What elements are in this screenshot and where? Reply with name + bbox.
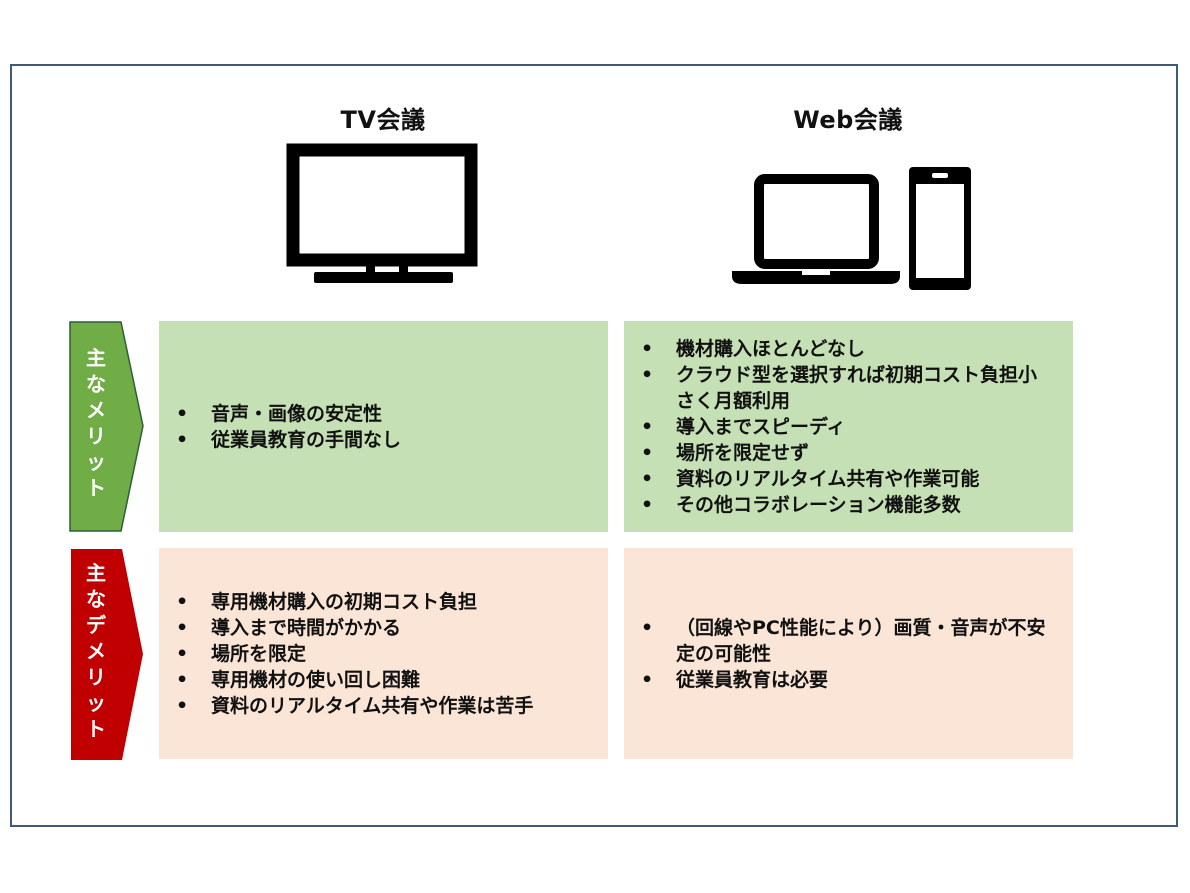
label-char: メ [86,398,106,422]
bullet-icon: • [641,467,654,490]
list-item: • 専用機材の使い回し困難 [171,667,590,693]
list-item-text: 資料のリアルタイム共有や作業可能 [676,467,980,490]
web-conference-title: Web会議 [793,106,903,134]
bullet-icon: • [641,616,654,639]
tv-merit-list: • 音声・画像の安定性 • 従業員教育の手間なし [159,401,608,453]
bullet-icon: • [641,337,654,360]
bullet-icon: • [176,694,189,717]
label-char: ト [86,717,106,741]
demerit-label-text: 主なデメリット [69,560,123,742]
web-demerit-list: • （回線やPC性能により）画質・音声が不安定の可能性 • 従業員教育は必要 [624,615,1073,693]
tv-conference-title: TV会議 [340,106,426,134]
bullet-icon: • [641,363,654,386]
bullet-icon: • [176,668,189,691]
demerit-row-label: 主なデメリット [69,548,145,761]
list-item-text: 導入までスピーディ [676,415,846,438]
label-char: ト [86,476,106,500]
list-item-text: 従業員教育の手間なし [211,428,402,451]
list-item-text: 場所を限定 [211,642,307,665]
label-char: 主 [86,561,106,585]
list-item: • 場所を限定 [171,641,590,667]
list-item: • 音声・画像の安定性 [171,401,590,427]
merit-arrow-shape [69,321,144,532]
web-merit-list: • 機材購入ほとんどなし • クラウド型を選択すれば初期コスト負担小さく月額利用 • 導入… [624,336,1073,518]
list-item-text: 音声・画像の安定性 [211,402,383,425]
bullet-icon: • [176,402,189,425]
bullet-icon: • [641,441,654,464]
merit-label-text: 主なメリット [69,345,123,501]
merit-row-label: 主なメリット [69,321,145,532]
tv-demerit-cell: • 専用機材購入の初期コスト負担 • 導入まで時間がかかる • 場所を限定 • 専用機材の使い… [159,548,608,759]
diagram-frame [10,64,1178,827]
list-item: • 導入までスピーディ [636,414,1055,440]
label-char: リ [86,665,106,689]
list-item-text: その他コラボレーション機能多数 [676,493,961,516]
tv-merit-cell: • 音声・画像の安定性 • 従業員教育の手間なし [159,321,608,532]
list-item-text: 導入まで時間がかかる [211,616,402,639]
bullet-icon: • [641,493,654,516]
bullet-icon: • [176,590,189,613]
bullet-icon: • [176,616,189,639]
tv-monitor-icon [286,143,478,283]
web-merit-cell: • 機材購入ほとんどなし • クラウド型を選択すれば初期コスト負担小さく月額利用 • 導入… [624,321,1073,532]
list-item: • 資料のリアルタイム共有や作業可能 [636,466,1055,492]
list-item: • 従業員教育は必要 [636,667,1055,693]
smartphone-icon [909,167,971,290]
label-char: メ [86,639,106,663]
label-char: デ [86,613,106,637]
bullet-icon: • [641,668,654,691]
list-item-text: 機材購入ほとんどなし [676,337,866,360]
list-item-text: 場所を限定せず [676,441,810,464]
list-item: • 導入まで時間がかかる [171,615,590,641]
list-item: • 資料のリアルタイム共有や作業は苦手 [171,693,590,719]
bullet-icon: • [176,428,189,451]
list-item: • 場所を限定せず [636,440,1055,466]
bullet-icon: • [176,642,189,665]
list-item-text: 専用機材購入の初期コスト負担 [211,590,478,613]
label-char: ッ [86,691,106,715]
list-item: • その他コラボレーション機能多数 [636,492,1055,518]
label-char: リ [86,424,106,448]
list-item: • 機材購入ほとんどなし [636,336,1055,362]
bullet-icon: • [641,415,654,438]
web-demerit-cell: • （回線やPC性能により）画質・音声が不安定の可能性 • 従業員教育は必要 [624,548,1073,759]
list-item: • 専用機材購入の初期コスト負担 [171,589,590,615]
demerit-arrow-shape [71,549,143,760]
label-char: な [86,372,106,396]
label-char: な [86,587,106,611]
list-item-text: 資料のリアルタイム共有や作業は苦手 [211,694,534,717]
list-item-text: （回線やPC性能により）画質・音声が不安定の可能性 [676,616,1046,665]
list-item: • クラウド型を選択すれば初期コスト負担小さく月額利用 [636,362,1055,414]
list-item-text: 従業員教育は必要 [676,668,829,691]
label-char: ッ [86,450,106,474]
tv-demerit-list: • 専用機材購入の初期コスト負担 • 導入まで時間がかかる • 場所を限定 • 専用機材の使い… [159,589,608,719]
label-char: 主 [86,346,106,370]
list-item: • 従業員教育の手間なし [171,427,590,453]
list-item: • （回線やPC性能により）画質・音声が不安定の可能性 [636,615,1055,667]
list-item-text: 専用機材の使い回し困難 [211,668,421,691]
laptop-icon [732,174,900,284]
list-item-text: クラウド型を選択すれば初期コスト負担小さく月額利用 [676,363,1038,412]
